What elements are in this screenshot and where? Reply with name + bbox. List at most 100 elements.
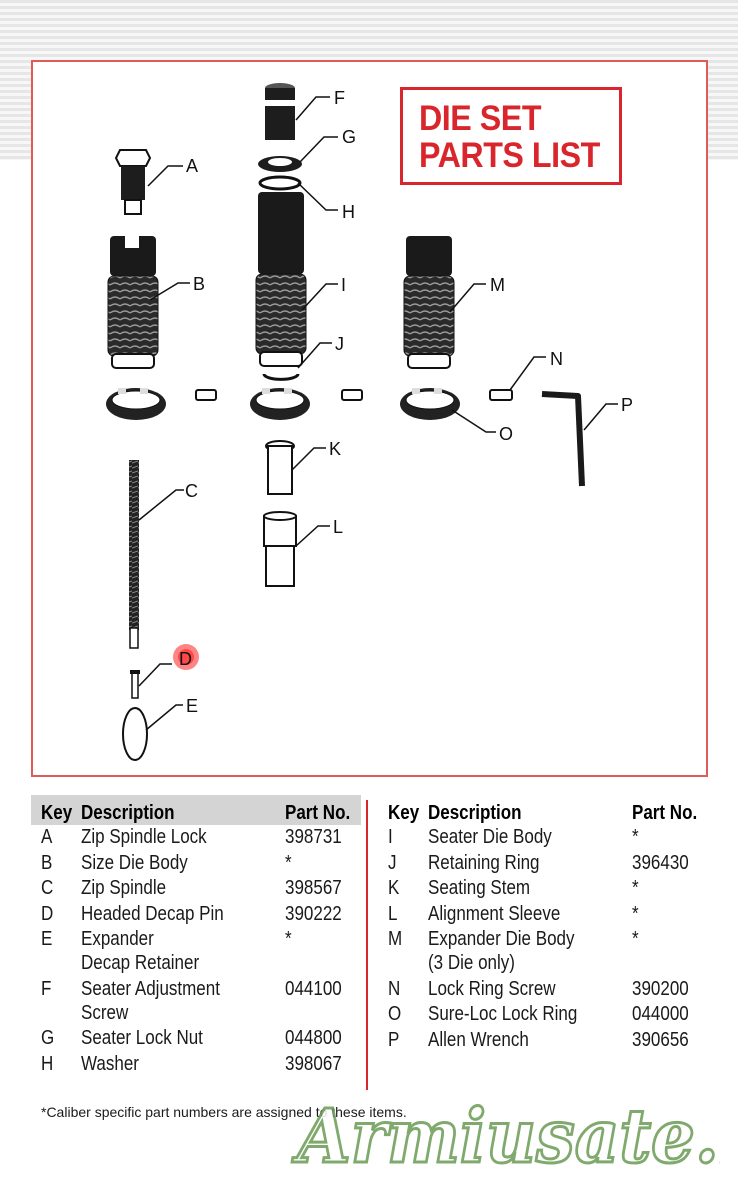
row-part-no: * — [285, 928, 292, 950]
row-key: N — [388, 977, 401, 1000]
header-description: Description — [428, 802, 522, 824]
header-part-no: Part No. — [632, 802, 698, 824]
row-description: Size Die Body — [81, 851, 188, 874]
title-line-1: DIE SET — [419, 99, 542, 138]
part-lock-ring-middle — [250, 388, 363, 420]
header-key: Key — [41, 802, 73, 824]
row-part-no: 396430 — [632, 851, 689, 874]
part-h-washer — [258, 175, 302, 191]
label-n: N — [550, 349, 563, 369]
row-description: Seater Die Body — [428, 826, 552, 848]
row-key: F — [41, 977, 52, 1000]
label-a: A — [186, 156, 198, 176]
title-line-2: PARTS LIST — [419, 136, 600, 175]
row-key: J — [388, 851, 397, 874]
label-m: M — [490, 275, 505, 295]
row-description: Sure-Loc Lock Ring — [428, 1003, 578, 1025]
part-n-lock-ring-screw — [489, 389, 513, 401]
row-description: Washer — [81, 1052, 139, 1075]
header-part-no: Part No. — [285, 802, 351, 824]
part-a-zip-spindle-lock — [114, 149, 152, 215]
row-description: Expander — [81, 928, 154, 950]
table-row: M Expander Die Body(3 Die only) * — [378, 927, 708, 977]
row-key: E — [41, 928, 53, 950]
row-part-no: 398067 — [285, 1052, 342, 1075]
row-part-no: 390200 — [632, 977, 689, 1000]
row-description: Zip Spindle — [81, 877, 167, 899]
label-f: F — [334, 88, 345, 108]
row-key: C — [41, 877, 54, 899]
part-k-seating-stem — [265, 440, 295, 495]
svg-text:Armiusate.it: Armiusate.it — [292, 1093, 720, 1180]
row-description: Expander Die Body — [428, 928, 575, 950]
row-key: K — [388, 877, 400, 899]
leader-lines — [138, 96, 618, 731]
row-part-no: 044000 — [632, 1003, 689, 1025]
part-f-seater-adjustment-screw — [265, 83, 295, 140]
part-lock-ring-left — [106, 388, 217, 420]
row-key: H — [41, 1052, 54, 1075]
header-key: Key — [388, 802, 420, 824]
label-p: P — [621, 395, 633, 415]
row-part-no: * — [632, 928, 639, 950]
row-part-no: 044800 — [285, 1027, 342, 1049]
table-row: N Lock Ring Screw 390200 — [378, 977, 708, 1003]
label-k: K — [329, 439, 341, 459]
label-i: I — [341, 275, 346, 295]
label-d: D — [179, 649, 192, 669]
part-j-retaining-ring — [262, 373, 300, 381]
row-part-no: * — [632, 902, 639, 925]
part-i-seater-die-body — [255, 192, 307, 367]
row-key: D — [41, 902, 54, 925]
label-e: E — [186, 696, 198, 716]
label-l: L — [333, 517, 343, 537]
row-description: Seating Stem — [428, 877, 531, 899]
row-key: B — [41, 851, 53, 874]
row-part-no: 044100 — [285, 977, 342, 1000]
row-description: (3 Die only) — [428, 952, 515, 974]
row-key: G — [41, 1027, 55, 1049]
row-key: M — [388, 928, 403, 950]
part-e-expander — [122, 707, 148, 761]
row-part-no: * — [632, 877, 639, 899]
part-m-expander-die-body — [403, 236, 455, 369]
part-b-size-die-body — [107, 236, 159, 369]
row-part-no: * — [632, 826, 639, 848]
header-description: Description — [81, 802, 175, 824]
row-description: Seater Lock Nut — [81, 1027, 203, 1049]
title-box: DIE SET PARTS LIST — [400, 87, 622, 185]
table-header-right: Key Description Part No. — [378, 795, 708, 825]
highlight-marker-core — [178, 649, 194, 665]
row-description: Decap Retainer — [81, 952, 200, 974]
part-p-allen-wrench — [541, 391, 585, 487]
exploded-parts-diagram: A B C D E F G H I J K L M N O P — [106, 83, 633, 761]
label-b: B — [193, 274, 205, 294]
part-o-sure-loc-lock-ring — [400, 388, 460, 420]
label-h: H — [342, 202, 355, 222]
row-key: P — [388, 1028, 400, 1051]
row-description: Lock Ring Screw — [428, 977, 556, 1000]
label-g: G — [342, 127, 356, 147]
watermark-logo: Armiusate.it — [290, 1091, 720, 1180]
row-part-no: 390656 — [632, 1028, 689, 1051]
part-g-seater-lock-nut — [258, 156, 302, 172]
table-row: G Seater Lock Nut 044800 — [31, 1026, 361, 1052]
row-key: A — [41, 826, 53, 848]
footnote: *Caliber specific part numbers are assig… — [41, 1104, 407, 1120]
label-c: C — [185, 481, 198, 501]
table-row: K Seating Stem * — [378, 876, 708, 902]
